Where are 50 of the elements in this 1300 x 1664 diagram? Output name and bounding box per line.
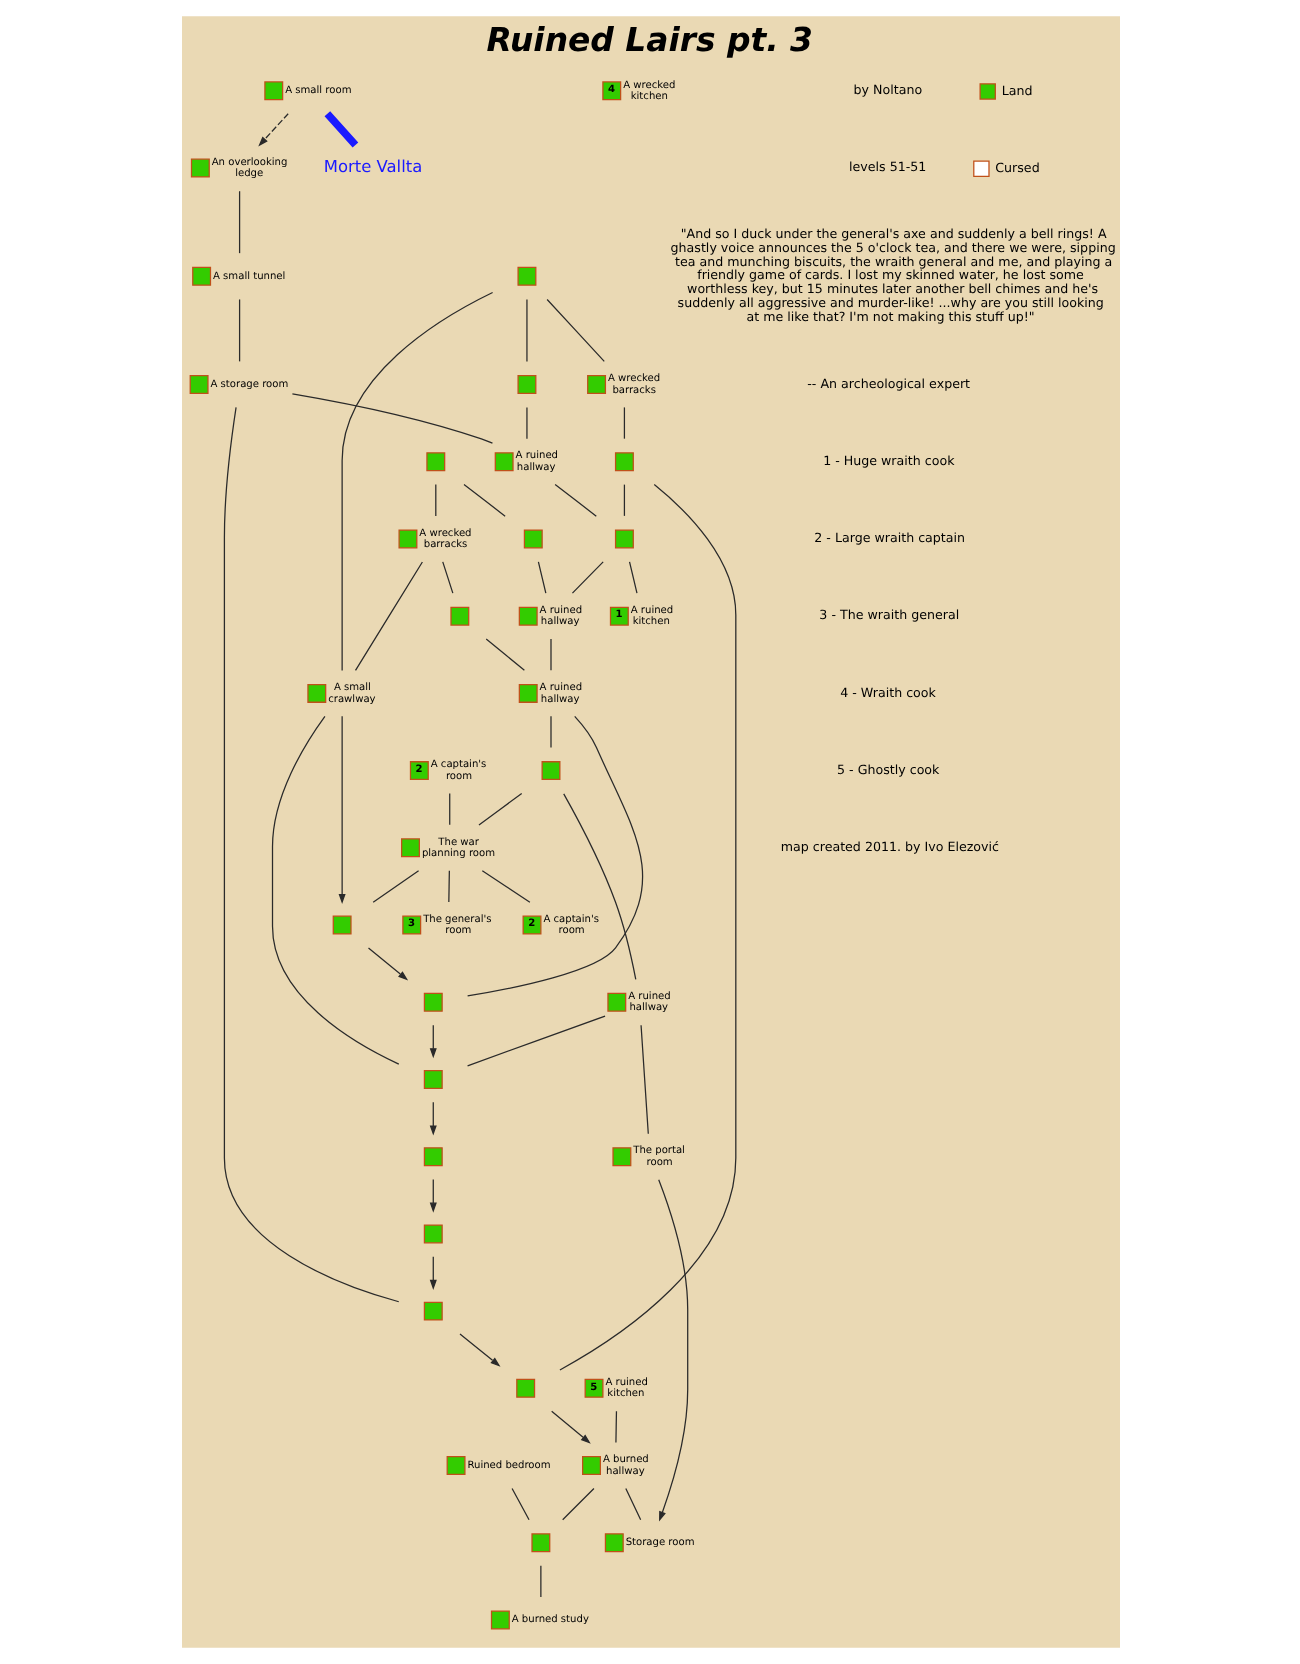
connector — [477, 792, 522, 826]
connector — [622, 483, 625, 517]
connector — [222, 406, 399, 1303]
connector — [562, 793, 636, 981]
arrow — [657, 1179, 688, 1522]
arrow — [428, 1178, 436, 1213]
connector — [525, 298, 527, 362]
arrow — [257, 113, 288, 147]
connector — [549, 638, 551, 671]
arrow — [337, 715, 345, 905]
arrow — [428, 1101, 436, 1136]
connector — [448, 792, 450, 826]
connector — [465, 1015, 605, 1067]
connector — [558, 483, 736, 1371]
connector — [237, 298, 240, 362]
connector — [545, 298, 604, 362]
connector — [480, 870, 530, 903]
connector — [553, 483, 596, 517]
connector — [570, 561, 603, 594]
connector — [340, 291, 493, 672]
connector — [371, 870, 419, 903]
arrow — [428, 1024, 436, 1059]
connector — [484, 638, 524, 671]
connector — [561, 1487, 594, 1521]
connector — [466, 715, 643, 997]
arrow — [366, 947, 408, 981]
connector — [270, 715, 399, 1065]
connector — [624, 1487, 641, 1521]
node-text: Morte Vallta — [322, 156, 422, 177]
arrow — [428, 1256, 436, 1290]
connector — [434, 483, 436, 517]
connector — [290, 393, 493, 444]
connector — [510, 1487, 529, 1521]
connector — [353, 561, 423, 672]
connector — [237, 190, 240, 254]
connector — [639, 1024, 648, 1135]
connector — [447, 870, 449, 903]
connector — [462, 483, 505, 517]
connector — [539, 1565, 541, 1598]
connector — [549, 715, 551, 749]
connector — [627, 561, 637, 594]
arrow — [458, 1333, 500, 1367]
arrow — [550, 1410, 590, 1444]
diagram-title: Ruined Lairs pt. 3 — [485, 21, 812, 60]
connector — [441, 561, 453, 594]
connector — [323, 111, 358, 148]
connector — [614, 1410, 617, 1444]
connector — [622, 406, 625, 440]
connector — [536, 561, 546, 594]
connector — [525, 406, 527, 440]
